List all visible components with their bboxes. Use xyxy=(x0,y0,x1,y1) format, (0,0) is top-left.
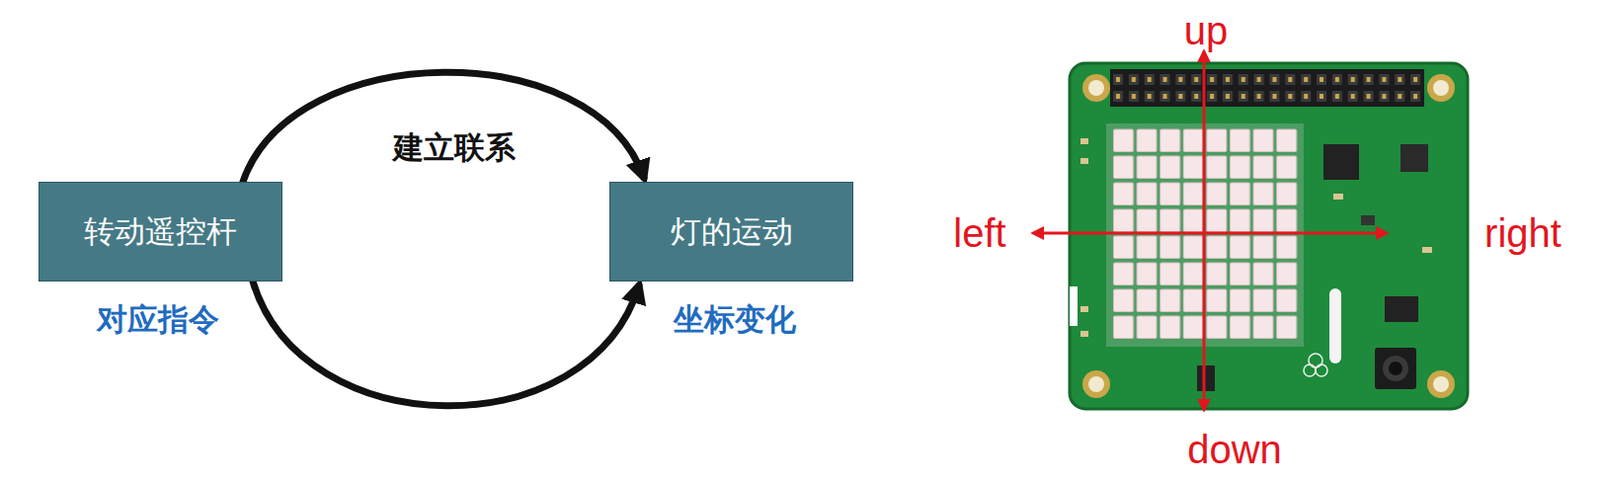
direction-label: right xyxy=(1484,211,1562,256)
chips xyxy=(1080,138,1433,392)
process-box: 灯的运动 xyxy=(609,181,854,282)
left-right-arrow xyxy=(1033,232,1387,236)
curved-arrow xyxy=(252,281,640,406)
mounting-holes xyxy=(1082,74,1455,399)
pcb-notch xyxy=(1069,286,1078,326)
joystick xyxy=(1374,347,1417,390)
box-text: 转动遥控杆 xyxy=(83,211,238,253)
box-text: 灯的运动 xyxy=(670,211,794,253)
direction-label: up xyxy=(1184,8,1229,54)
raspberry-logo xyxy=(1303,353,1328,377)
caption-label: 坐标变化 xyxy=(673,299,797,341)
direction-label: left xyxy=(953,211,1006,256)
direction-label: down xyxy=(1187,427,1282,473)
slot xyxy=(1329,288,1342,364)
edge-label: 建立联系 xyxy=(393,127,516,169)
pcb xyxy=(1069,63,1468,409)
caption-label: 对应指令 xyxy=(96,299,220,341)
gpio-header xyxy=(1110,69,1425,107)
up-down-arrow xyxy=(1202,51,1206,410)
gpio-pins xyxy=(1110,69,1425,107)
curved-arrow xyxy=(242,72,644,182)
process-box: 转动遥控杆 xyxy=(38,181,283,282)
